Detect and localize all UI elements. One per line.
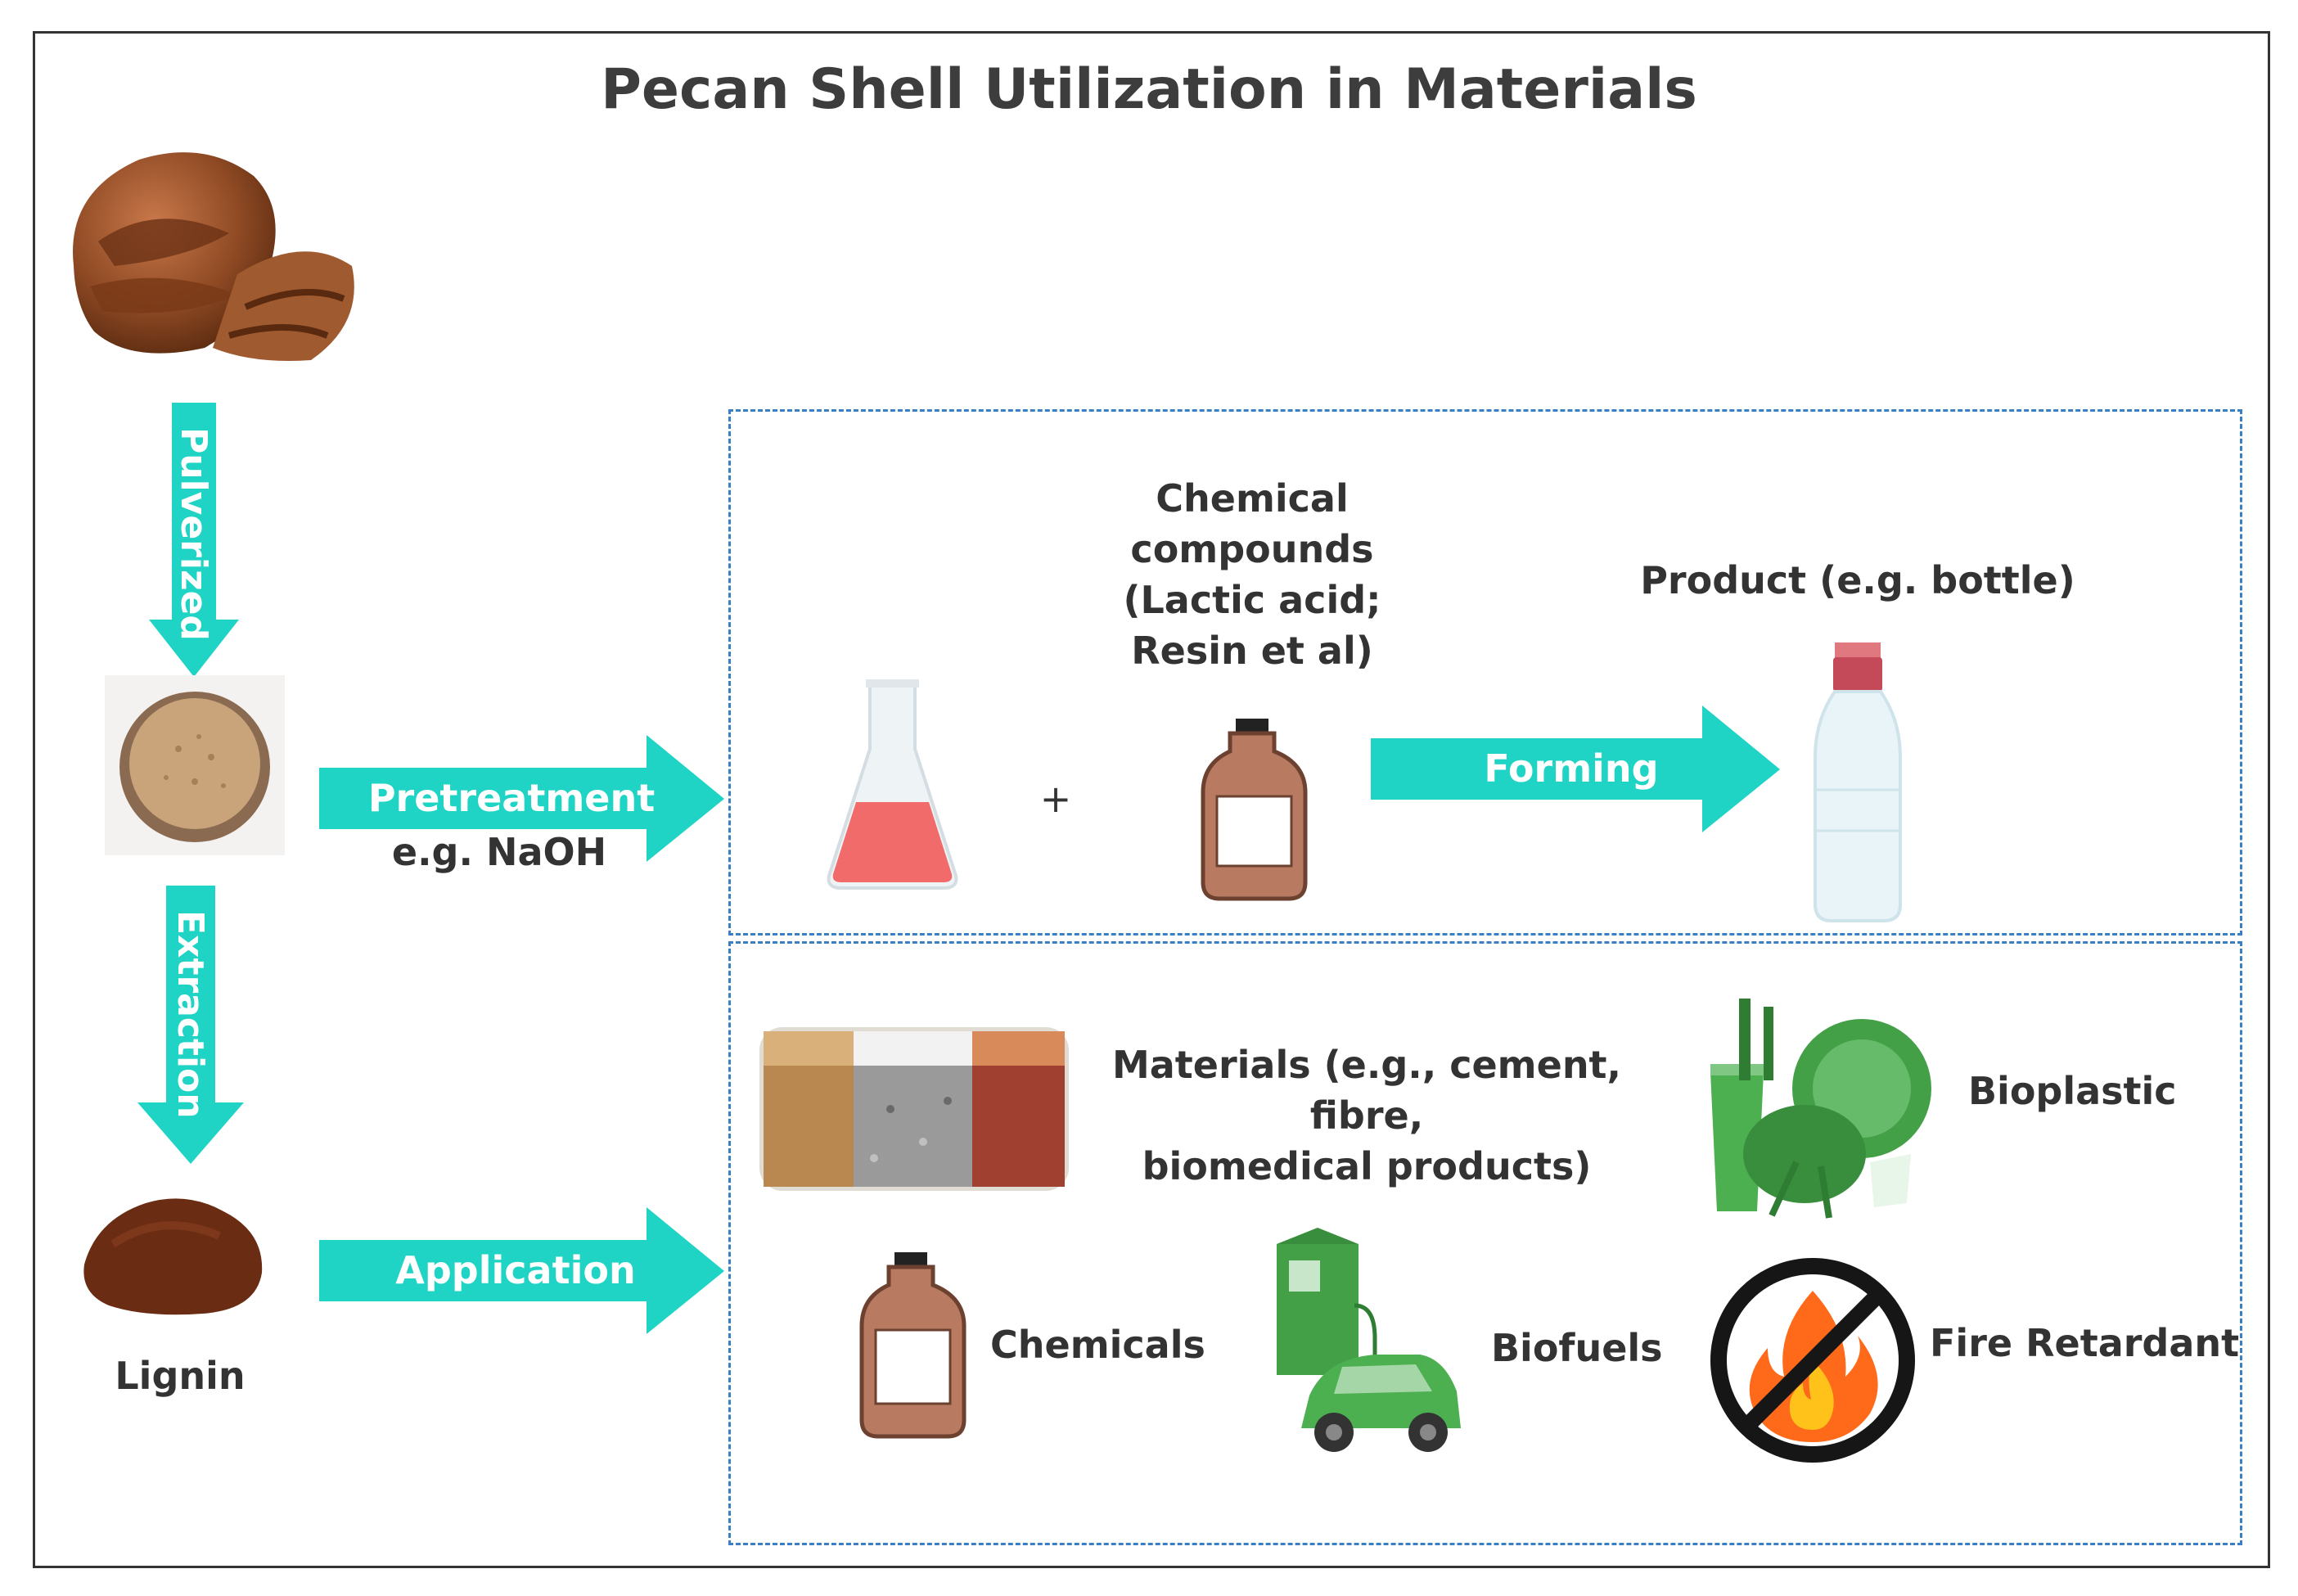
- materials-label: Materials (e.g., cement, fibre, biomedic…: [1080, 1039, 1653, 1192]
- green-tableware-icon: [1710, 999, 1931, 1219]
- extraction-arrow: Extraction: [137, 886, 244, 1164]
- no-fire-icon: [1710, 1258, 1915, 1463]
- chemical-compounds-line-4: Resin et al): [1131, 629, 1373, 674]
- forming-label: Forming: [1484, 746, 1658, 791]
- pulverized-arrow: Pulverized: [149, 403, 239, 677]
- chemicals-bottle-icon: [859, 1252, 967, 1439]
- chemical-compounds-label: Chemical compounds (Lactic acid; Resin e…: [1088, 473, 1416, 676]
- fuel-pump-car-icon: [1277, 1228, 1461, 1452]
- pecan-shell-icon: [73, 152, 354, 361]
- pulverized-label: Pulverized: [173, 427, 214, 641]
- lignin-label: Lignin: [115, 1354, 246, 1398]
- figure-title: Pecan Shell Utilization in Materials: [601, 57, 1697, 122]
- chemical-compounds-line-2: compounds: [1130, 527, 1374, 572]
- application-arrow: Application: [319, 1207, 724, 1334]
- powder-bowl-icon: [105, 675, 285, 855]
- chemical-compounds-line-3: (Lactic acid;: [1123, 578, 1381, 623]
- application-label: Application: [395, 1248, 635, 1292]
- forming-arrow: Forming: [1371, 706, 1780, 832]
- extraction-label: Extraction: [169, 910, 211, 1119]
- pretreatment-note: e.g. NaOH: [391, 830, 607, 874]
- material-blocks-icon: [759, 1027, 1069, 1191]
- materials-line-1: Materials (e.g., cement, fibre,: [1111, 1043, 1622, 1138]
- forming-process-box: [728, 409, 2242, 936]
- pretreatment-arrow: Pretreatment: [319, 735, 724, 862]
- chemicals-label: Chemicals: [990, 1323, 1205, 1367]
- biofuels-label: Biofuels: [1491, 1326, 1663, 1370]
- product-label: Product (e.g. bottle): [1640, 558, 2075, 602]
- fire-retardant-label: Fire Retardant: [1930, 1321, 2240, 1365]
- plus-sign: +: [1039, 777, 1072, 821]
- plastic-bottle-icon: [1814, 642, 1902, 922]
- chemical-compounds-line-1: Chemical: [1156, 476, 1349, 521]
- bioplastic-label: Bioplastic: [1968, 1069, 2177, 1113]
- flask-icon: [827, 679, 958, 890]
- figure-frame: [33, 31, 2270, 1568]
- materials-line-2: biomedical products): [1142, 1144, 1592, 1189]
- brown-bottle-icon: [1201, 719, 1308, 901]
- applications-box: [728, 941, 2242, 1545]
- pretreatment-label: Pretreatment: [368, 776, 655, 820]
- lignin-pile-icon: [83, 1198, 263, 1315]
